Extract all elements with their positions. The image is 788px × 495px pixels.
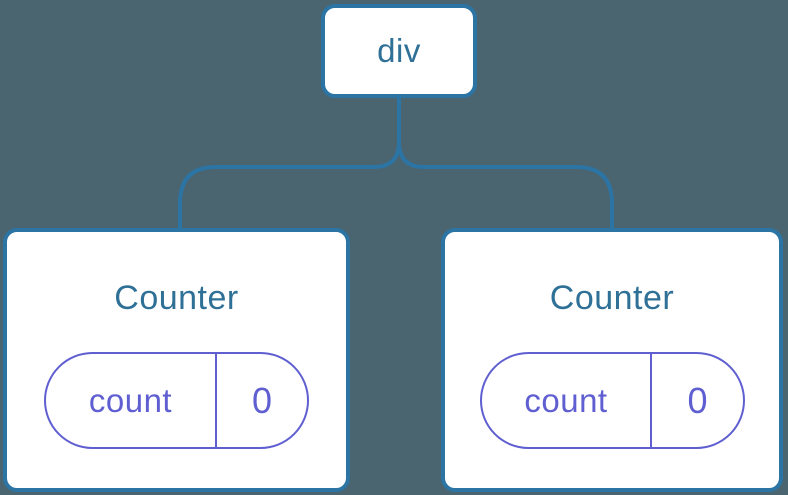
connector-left-branch — [178, 97, 401, 229]
state-name: count — [482, 354, 653, 447]
state-pill: count 0 — [44, 352, 309, 449]
component-title: Counter — [549, 279, 675, 317]
state-value: 0 — [251, 379, 272, 421]
connector-right-branch — [397, 97, 614, 229]
state-pill: count 0 — [479, 352, 745, 449]
state-value: 0 — [687, 379, 708, 421]
root-node-div: div — [321, 4, 477, 98]
state-name: count — [46, 354, 217, 447]
counter-node-right: Counter count 0 — [441, 228, 783, 492]
component-title: Counter — [114, 279, 239, 317]
root-node-label: div — [377, 32, 421, 69]
counter-node-left: Counter count 0 — [3, 228, 350, 492]
